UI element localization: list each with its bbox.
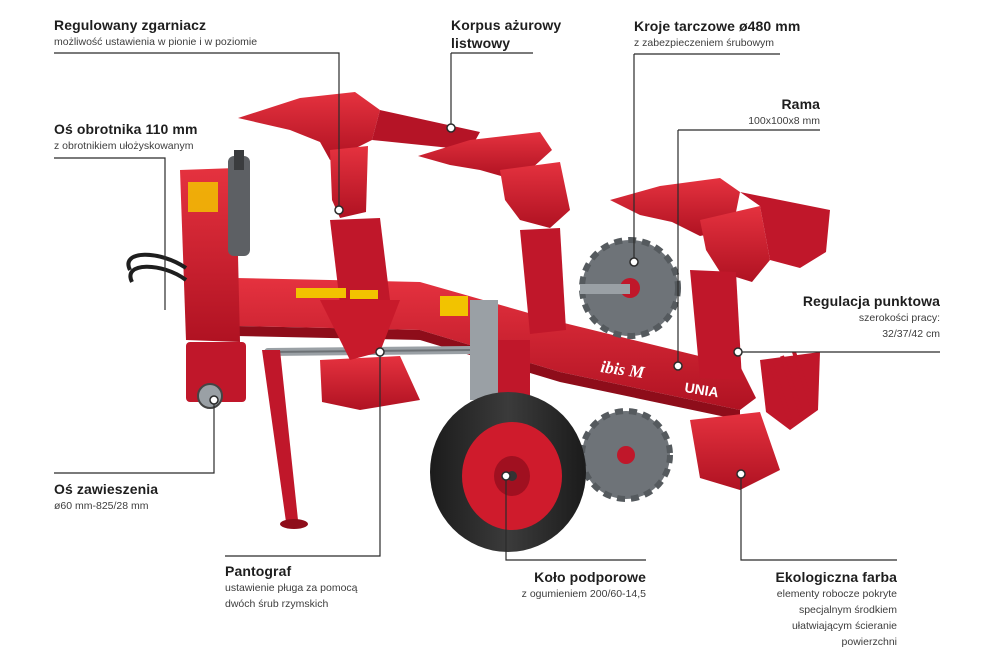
label-subtitle-line-3: ułatwiającym ścieranie: [791, 620, 897, 632]
leader-pantograf: [225, 352, 381, 557]
shank-2: [520, 228, 566, 334]
label-title: Ekologiczna farba: [775, 569, 897, 585]
label-subtitle: z zabezpieczeniem śrubowym: [634, 37, 775, 49]
warning-sticker-1: [296, 288, 346, 298]
dot-farba: [736, 469, 746, 479]
disc-coulter-2: [579, 408, 673, 502]
leader-os-obrotnika: [54, 157, 166, 310]
lower-body-1: [320, 356, 420, 410]
label-regulacja: Regulacja punktowa szerokości pracy: 32/…: [803, 292, 940, 342]
label-subtitle: ø60 mm-825/28 mm: [54, 500, 149, 512]
label-title-line-2: listwowy: [451, 35, 511, 51]
label-title: Pantograf: [225, 563, 292, 579]
label-kolo: Koło podporowe z ogumieniem 200/60-14,5: [522, 568, 646, 602]
dot-korpus: [446, 123, 456, 133]
dot-kolo: [501, 471, 511, 481]
dot-os-zawieszenia: [209, 395, 219, 405]
label-title: Regulowany zgarniacz: [54, 17, 207, 33]
mouldboard-3: [610, 178, 830, 282]
label-title: Rama: [781, 96, 820, 112]
warning-sticker-3: [440, 296, 468, 316]
dot-regulacja: [733, 347, 743, 357]
leader-os-zawieszenia: [54, 400, 215, 474]
label-kroje: Kroje tarczowe ø480 mm z zabezpieczeniem…: [634, 17, 800, 51]
wheel-post: [470, 300, 498, 400]
lower-body-3: [690, 412, 780, 490]
shank-1: [330, 218, 390, 304]
leader-kolo: [505, 476, 646, 561]
label-subtitle: z ogumieniem 200/60-14,5: [521, 588, 646, 600]
label-rama: Rama 100x100x8 mm: [748, 95, 820, 129]
label-subtitle: możliwość ustawienia w pionie i w poziom…: [54, 36, 258, 48]
shank-3: [690, 270, 742, 380]
label-subtitle: z obrotnikiem ułożyskowanym: [54, 140, 194, 152]
label-os-zawieszenia: Oś zawieszenia ø60 mm-825/28 mm: [54, 480, 158, 514]
frame-brand-text: UNIA: [684, 379, 720, 400]
leader-farba: [740, 474, 897, 561]
label-subtitle-line-2: dwóch śrub rzymskich: [225, 598, 329, 610]
label-title: Oś obrotnika 110 mm: [54, 121, 198, 137]
dot-kroje: [629, 257, 639, 267]
leader-lines: [54, 52, 940, 561]
label-korpus: Korpus ażurowy listwowy: [451, 16, 561, 52]
label-title-line-1: Korpus ażurowy: [451, 17, 562, 33]
label-os-obrotnika: Oś obrotnika 110 mm z obrotnikiem ułożys…: [54, 120, 198, 154]
pointer-dots: [209, 123, 746, 481]
headstock: [126, 168, 246, 409]
dot-zgarniacz: [334, 205, 344, 215]
label-pantograf: Pantograf ustawienie pługa za pomocą dwó…: [225, 562, 358, 612]
label-zgarniacz: Regulowany zgarniacz możliwość ustawieni…: [54, 16, 257, 50]
leader-zgarniacz: [54, 52, 340, 210]
warning-sticker-2: [350, 290, 378, 299]
dot-rama: [673, 361, 683, 371]
label-title: Oś zawieszenia: [54, 481, 159, 497]
label-subtitle-line-4: powierzchni: [841, 636, 897, 648]
label-subtitle-line-1: szerokości pracy:: [858, 312, 940, 324]
label-title: Kroje tarczowe ø480 mm: [634, 18, 801, 34]
label-subtitle-line-2: 32/37/42 cm: [882, 328, 940, 340]
plow-illustration: ibis M UNIA: [126, 92, 830, 552]
label-title: Regulacja punktowa: [802, 293, 940, 309]
label-subtitle: 100x100x8 mm: [748, 115, 820, 127]
pantograph-plate: [320, 300, 400, 360]
rear-springs: [768, 351, 816, 421]
hydraulic-cylinder: [228, 150, 250, 256]
mouldboard-2: [418, 132, 570, 228]
dot-pantograf: [375, 347, 385, 357]
label-subtitle-line-2: specjalnym środkiem: [798, 604, 897, 616]
parking-stand: [262, 350, 308, 529]
label-subtitle-line-1: elementy robocze pokryte: [776, 588, 897, 600]
label-subtitle-line-1: ustawienie pługa za pomocą: [225, 582, 358, 594]
disc-coulter-1: [579, 237, 681, 339]
label-farba: Ekologiczna farba elementy robocze pokry…: [775, 568, 897, 650]
label-title: Koło podporowe: [534, 569, 646, 585]
